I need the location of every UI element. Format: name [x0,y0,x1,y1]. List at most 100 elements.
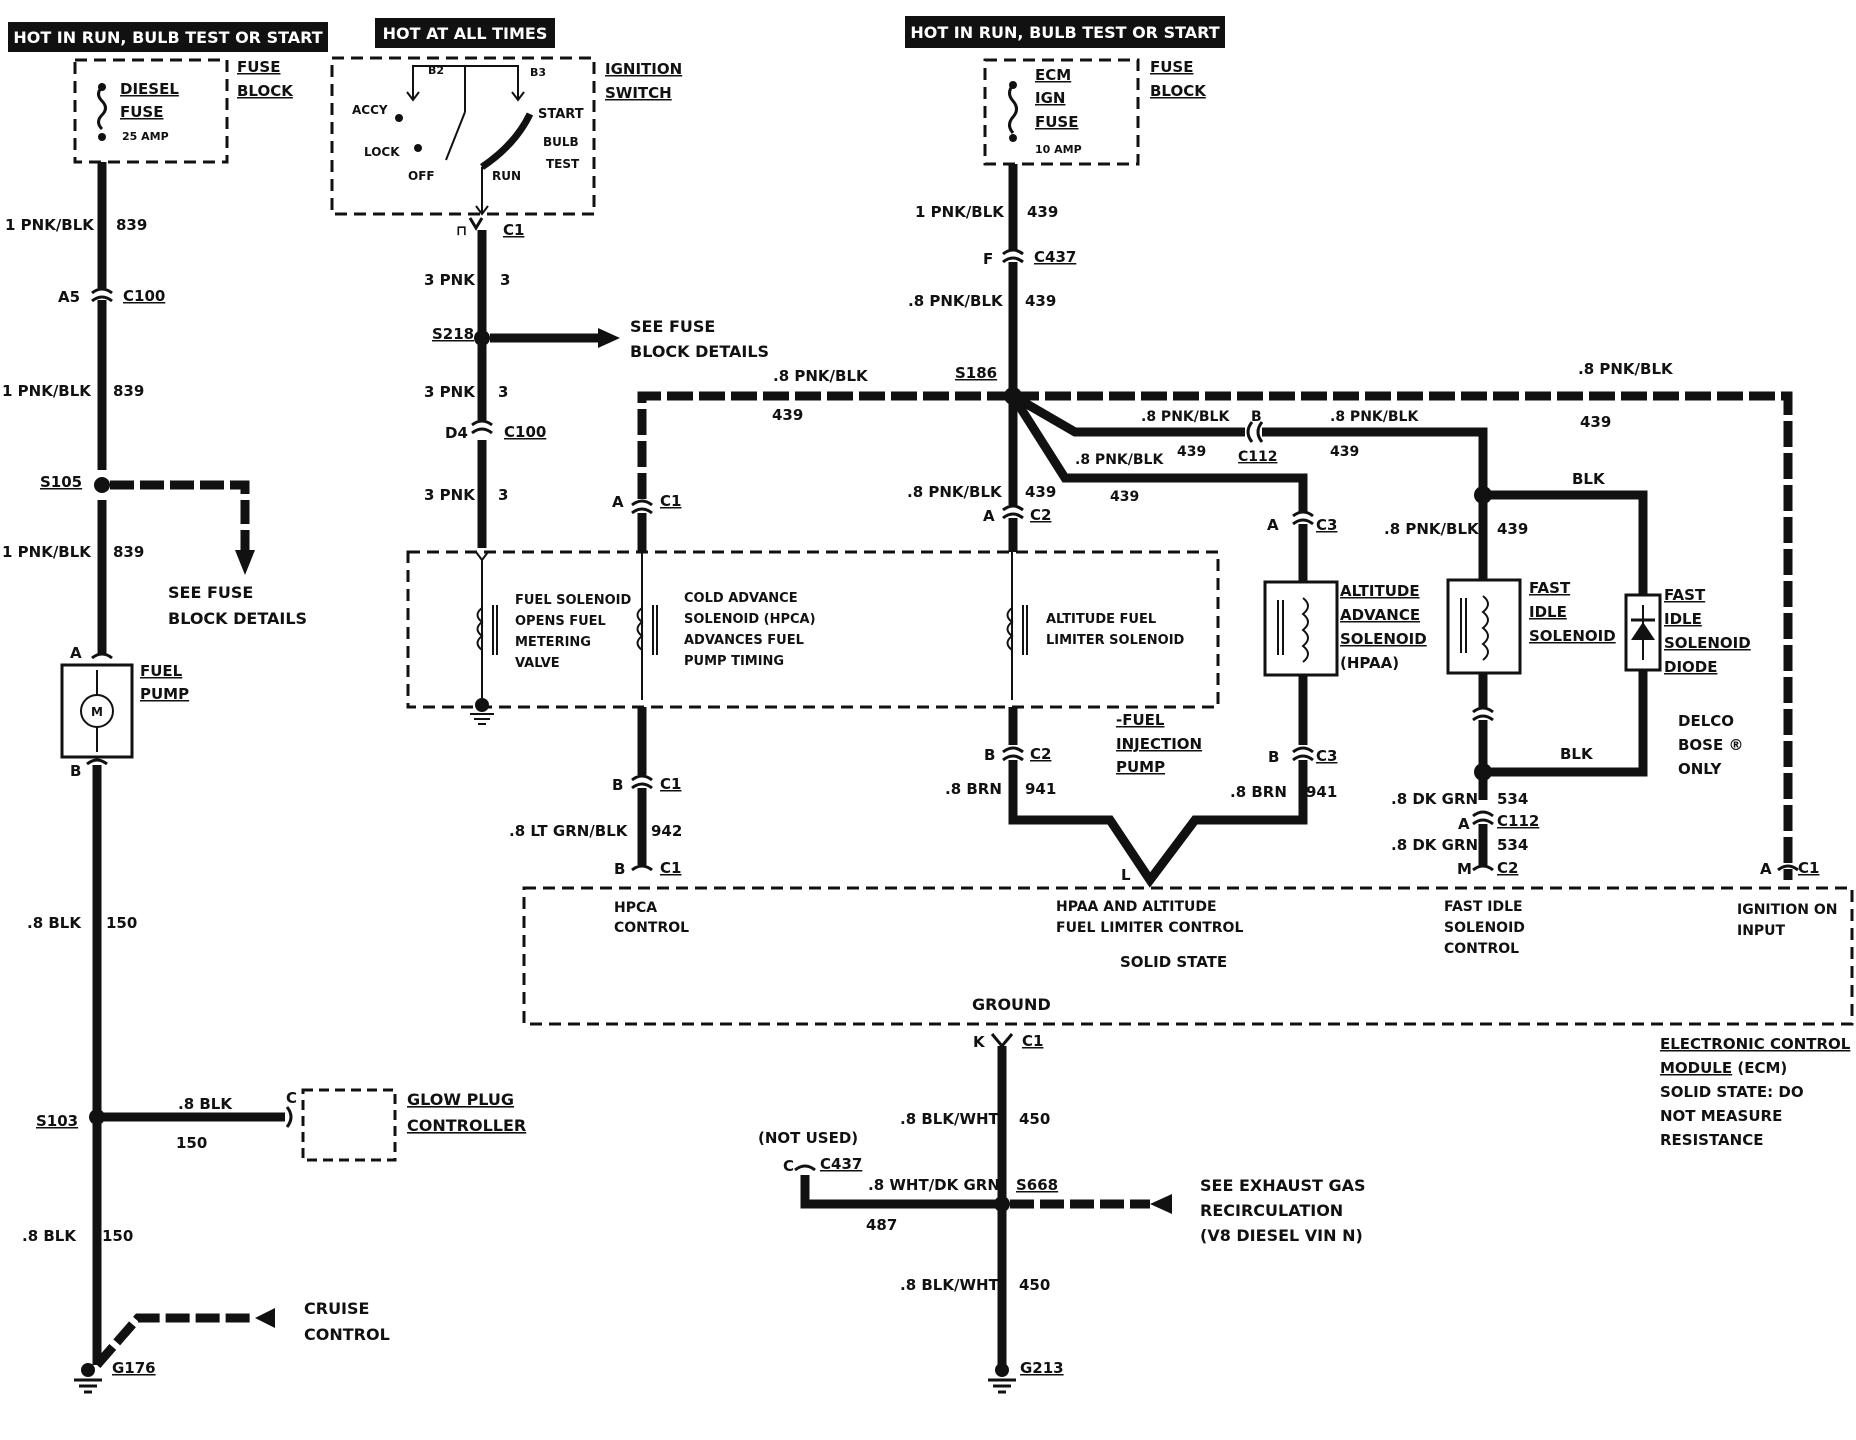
ign-b2: B2 [428,64,444,77]
fast-idle-diode-label: FAST [1664,586,1706,604]
circuit-number: 439 [1330,444,1359,460]
motor-label: M [91,705,103,719]
pin-label: A5 [58,288,80,306]
connector-label: C1 [1022,1032,1043,1050]
circuit-number: 3 [498,486,508,504]
hpca-control-label-2: CONTROL [614,920,689,936]
cold-advance-label-3: ADVANCES FUEL [684,633,804,648]
coil-icon [1481,595,1489,661]
wire-label: .8 DK GRN [1391,790,1478,808]
ground-label: G176 [112,1359,156,1377]
wire-label: .8 BLK/WHT [900,1276,1000,1294]
glow-plug-label: GLOW PLUG [407,1090,514,1109]
wire-label: .8 LT GRN/BLK [509,822,629,840]
pin-label: C [783,1157,794,1175]
fast-idle-control-label: FAST IDLE [1444,899,1523,915]
connector-label: C3 [1316,747,1337,765]
pin-label: A [1458,815,1470,833]
fuel-solenoid-label-2: OPENS FUEL [515,614,606,629]
connector-label: C100 [504,423,546,441]
connector-label: C1 [503,221,524,239]
wire-label: .8 BLK [27,914,82,932]
diesel-fuse-rating: 25 AMP [122,130,169,143]
delco-note-2: BOSE ® [1678,736,1743,754]
circuit-number: 150 [102,1227,133,1245]
connector-label: C112 [1497,812,1539,830]
fuel-injection-pump: FUEL SOLENOID OPENS FUEL METERING VALVE … [406,550,1220,776]
fuel-solenoid-label: FUEL SOLENOID [515,593,631,608]
connector-label: C437 [820,1155,862,1173]
altitude-advance-solenoid-box [1263,580,1339,677]
ecm-module: HPCA CONTROL HPAA AND ALTITUDE FUEL LIMI… [522,886,1854,1149]
ecm-note-2: NOT MEASURE [1660,1107,1782,1125]
ign-accy: ACCY [352,103,388,117]
fuel-solenoid-label-4: VALVE [515,656,560,671]
connector-label: C437 [1034,248,1076,266]
circuit-number: 839 [116,216,147,234]
wire-label: .8 PNK/BLK [1141,409,1230,425]
coil-icon [636,607,644,651]
fuel-pump-label: FUEL [140,662,183,680]
delco-note-3: ONLY [1678,760,1723,778]
pin-label: A [1760,860,1772,878]
injection-pump-tag-2: INJECTION [1116,735,1202,753]
circuit-number: 450 [1019,1110,1050,1128]
wire-label: BLK [1560,745,1594,763]
circuit-number: 839 [113,382,144,400]
pin-label: K [973,1033,986,1051]
ign-b3: B3 [530,66,546,79]
altitude-limiter-label-2: LIMITER SOLENOID [1046,633,1185,648]
connector-label: C2 [1030,506,1051,524]
ecm-fuse-label: ECM [1035,66,1071,84]
ecm-fuse-label-2: IGN [1035,89,1065,107]
ign-off: OFF [408,169,435,183]
altitude-advance-label-2: ADVANCE [1340,606,1420,624]
circuit-number: 439 [1580,413,1611,431]
header-right-text: HOT IN RUN, BULB TEST OR START [910,23,1219,42]
cold-advance-label-4: PUMP TIMING [684,654,784,669]
coil-icon [1301,597,1309,663]
diode-box [1624,593,1662,672]
wire-label: 1 PNK/BLK [915,203,1005,221]
header-middle-text: HOT AT ALL TIMES [383,24,548,43]
connector-label: C1 [1798,859,1819,877]
connector-label: C100 [123,287,165,305]
fuse-block-right-tag: FUSE [1150,58,1193,76]
wire-label: 1 PNK/BLK [2,543,92,561]
wire-label: .8 BLK/WHT [900,1110,1000,1128]
header-left-text: HOT IN RUN, BULB TEST OR START [13,28,322,47]
wire-label: .8 BRN [1230,783,1287,801]
circuit-number: 3 [500,271,510,289]
fuel-solenoid-label-3: METERING [515,635,591,650]
see-fuse-note-2: BLOCK DETAILS [630,342,769,361]
pin-label: A [1267,516,1279,534]
wire-label: .8 PNK/BLK [1384,520,1480,538]
circuit-number: 439 [1025,292,1056,310]
ign-run: RUN [492,169,521,183]
splice-label: S105 [40,473,82,491]
circuit-number: 439 [1177,444,1206,460]
ign-lock: LOCK [364,145,400,159]
fast-idle-diode-label-3: SOLENOID [1664,634,1751,652]
ecm-fuse-label-3: FUSE [1035,113,1078,131]
splice-label: S103 [36,1112,78,1130]
pin-label: L [1121,866,1131,884]
circuit-number: 439 [1110,489,1139,505]
circuit-number: 942 [651,822,682,840]
hpaa-control-label: HPAA AND ALTITUDE [1056,899,1217,915]
connector-label: C1 [660,859,681,877]
circuit-number: 3 [498,383,508,401]
right-circuit: 1 PNK/BLK 439 F C437 .8 PNK/BLK 439 S186… [509,164,1819,888]
pin-label: A [70,644,82,662]
circuit-number: 450 [1019,1276,1050,1294]
pin-label: B [984,746,995,764]
connector-label: C3 [1316,516,1337,534]
circuit-number: 439 [1497,520,1528,538]
connector-label: C2 [1030,745,1051,763]
cold-advance-label: COLD ADVANCE [684,591,798,606]
altitude-advance-label-4: (HPAA) [1340,654,1399,672]
ecm-note: SOLID STATE: DO [1660,1083,1804,1101]
egr-note-2: RECIRCULATION [1200,1201,1343,1220]
circuit-number: 839 [113,543,144,561]
